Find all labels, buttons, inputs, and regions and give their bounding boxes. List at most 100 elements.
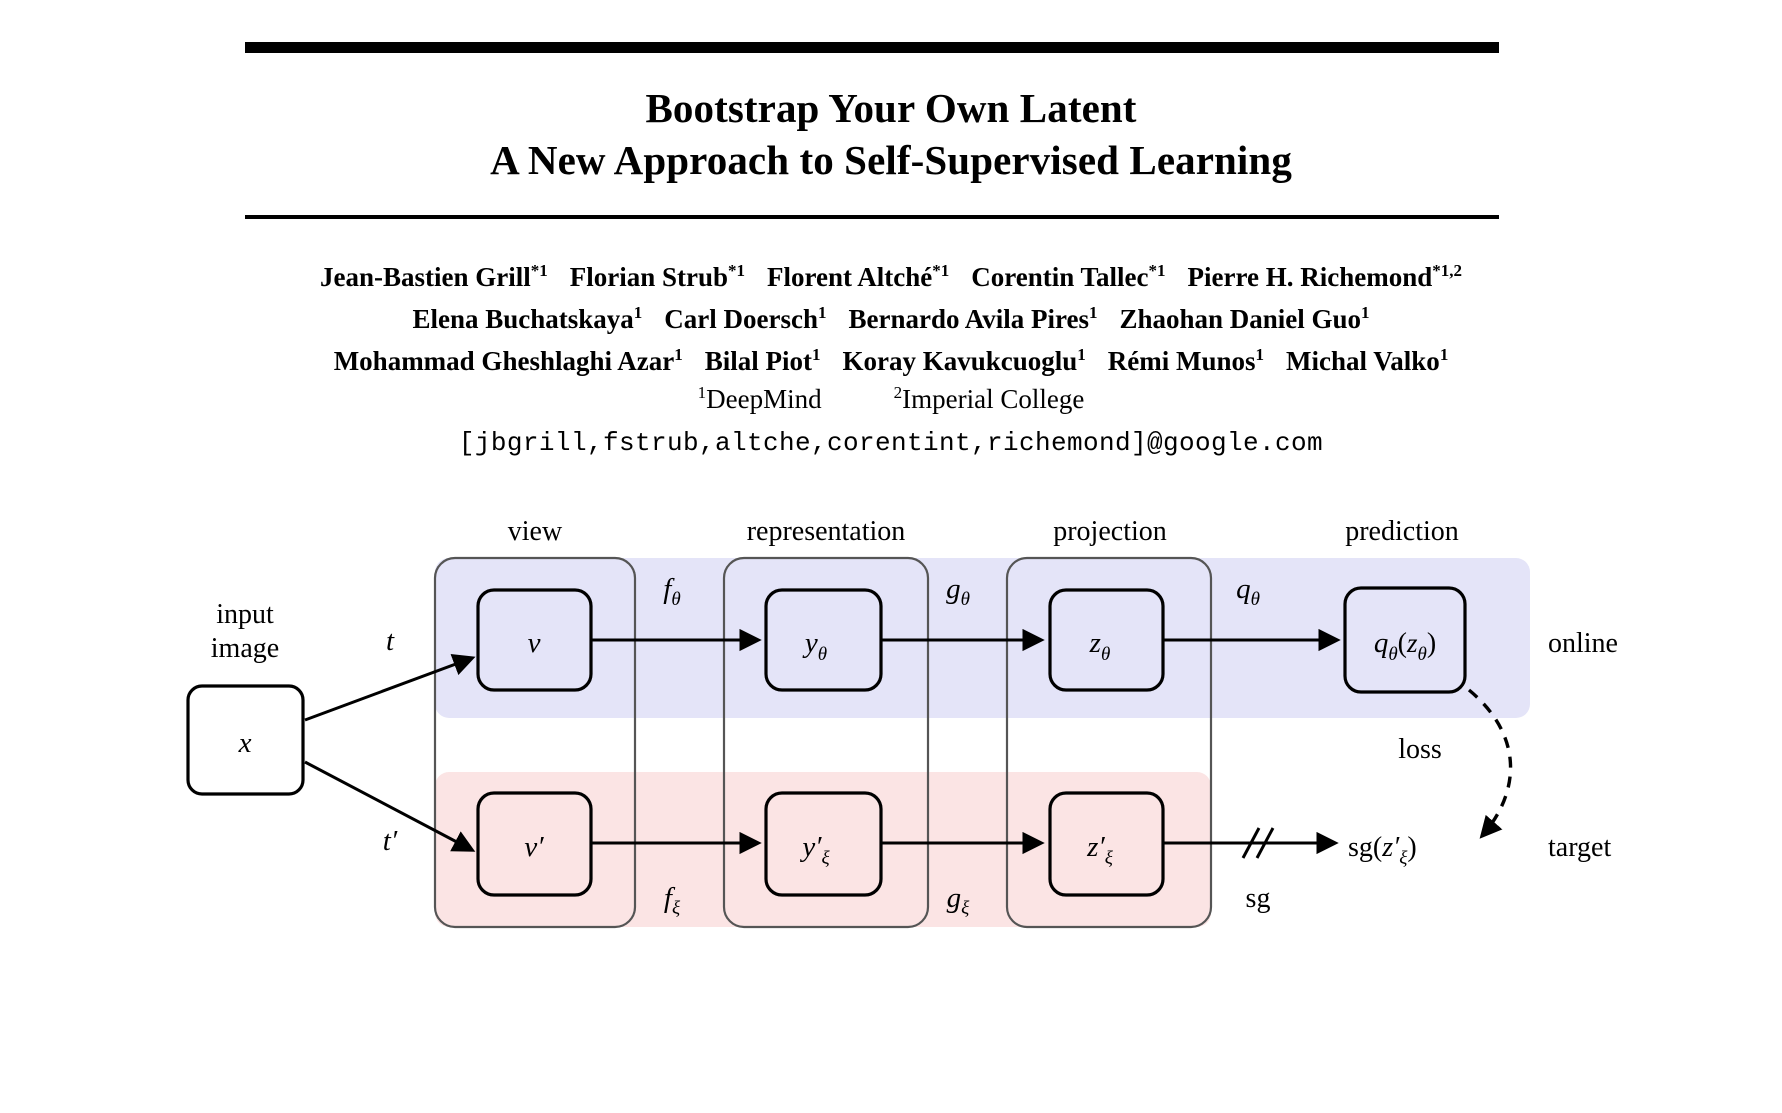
affiliation-marker: 1: [697, 383, 707, 402]
loss-label: loss: [1398, 734, 1442, 765]
column-container-view: [433, 556, 637, 929]
author-row-2: Elena Buchatskaya1 Carl Doersch1 Bernardo …: [0, 298, 1782, 340]
author: Florian Strub*1: [570, 262, 745, 292]
edge-label-g-theta: gθ: [946, 573, 970, 610]
author-name: Koray Kavukcuoglu: [842, 346, 1078, 376]
sg-paren-close: ): [1407, 832, 1416, 863]
header-rule-thick: [245, 42, 1499, 53]
author: Bilal Piot1: [705, 346, 821, 376]
node-online-proj-base: z: [1089, 627, 1101, 659]
pred-fn-sub: θ: [1388, 644, 1397, 665]
author-affiliation-marker: 1: [1361, 303, 1370, 322]
author: Zhaohan Daniel Guo1: [1119, 304, 1369, 334]
edge-label-f-xi-sub: ξ: [672, 898, 681, 919]
author-name: Zhaohan Daniel Guo: [1119, 304, 1362, 334]
edge-label-q-theta-base: q: [1236, 573, 1251, 605]
target-branch-label: target: [1548, 832, 1611, 863]
edge-label-f-theta-sub: θ: [671, 589, 680, 610]
node-input-x-label: x: [238, 727, 252, 759]
author: Michal Valko1: [1286, 346, 1448, 376]
author: Bernardo Avila Pires1: [848, 304, 1097, 334]
affiliation: 1DeepMind: [698, 384, 822, 415]
edge-augment-t-prime: [304, 760, 476, 852]
author-affiliation-marker: 1: [1439, 345, 1449, 364]
author: Elena Buchatskaya1: [412, 304, 642, 334]
column-container-projection: [1005, 556, 1213, 929]
byol-architecture-figure: view representation projection predictio…: [0, 490, 1782, 1113]
author-name: Bilal Piot: [704, 346, 812, 376]
author-affiliation-marker: 1: [1088, 303, 1098, 322]
node-target-rep-base: y′: [799, 831, 822, 863]
pred-arg: z: [1406, 628, 1418, 658]
author-affiliation-marker: 1: [1077, 345, 1086, 364]
edge-label-q-theta-sub: θ: [1251, 589, 1260, 610]
node-online-prediction-q: [1343, 586, 1467, 694]
pred-fn: q: [1374, 627, 1389, 659]
node-target-view-v-prime-label: v′: [524, 831, 544, 863]
author-name: Michal Valko: [1286, 346, 1440, 376]
author-affiliation-marker: *1,2: [1432, 261, 1462, 280]
title-line-1: Bootstrap Your Own Latent: [645, 85, 1137, 131]
input-image-label-line1: input: [216, 599, 274, 630]
edge-label-g-xi-base: g: [947, 882, 962, 914]
edge-label-t-prime: t′: [383, 825, 398, 857]
affiliation-marker: 2: [893, 383, 903, 402]
title-line-2: A New Approach to Self-Supervised Learni…: [490, 137, 1292, 183]
sg-arg: z′: [1381, 832, 1400, 863]
sg-arg-sub: ξ: [1399, 848, 1408, 869]
author-name: Corentin Tallec: [971, 262, 1149, 292]
edge-label-t: t: [386, 625, 395, 657]
author-affiliation-marker: 1: [633, 303, 643, 322]
sg-fn: sg: [1348, 832, 1373, 863]
column-container-representation: [722, 556, 930, 929]
affiliation: 2Imperial College: [894, 384, 1085, 415]
author: Mohammad Gheshlaghi Azar1: [334, 346, 683, 376]
author-affiliation-marker: *1: [1148, 261, 1166, 280]
author: Corentin Tallec*1: [971, 262, 1165, 292]
edge-label-q-theta: qθ: [1236, 573, 1260, 610]
author-name: Jean-Bastien Grill: [320, 262, 531, 292]
author-affiliation-marker: *1: [932, 261, 950, 280]
edge-label-g-theta-sub: θ: [961, 589, 970, 610]
node-online-rep-sub: θ: [818, 644, 827, 665]
author: Pierre H. Richemond*1,2: [1188, 262, 1462, 292]
column-header-projection: projection: [1053, 516, 1167, 547]
pred-paren-close: ): [1427, 628, 1436, 659]
affiliation-name: DeepMind: [706, 384, 822, 414]
author: Rémi Munos1: [1108, 346, 1264, 376]
node-online-representation-y-label: yθ: [802, 627, 827, 665]
edge-label-sg: sg: [1246, 883, 1271, 914]
author-name: Mohammad Gheshlaghi Azar: [333, 346, 675, 376]
author-name: Florent Altché: [767, 262, 933, 292]
edge-loss-dashed: [1467, 688, 1513, 839]
author-name: Pierre H. Richemond: [1187, 262, 1433, 292]
input-image-label-line2: image: [211, 633, 279, 664]
contact-emails: [jbgrill,fstrub,altche,corentint,richemo…: [458, 428, 1324, 458]
author-name: Florian Strub: [569, 262, 729, 292]
author: Florent Altché*1: [767, 262, 949, 292]
edge-label-g-xi-sub: ξ: [961, 898, 970, 919]
node-online-proj-sub: θ: [1101, 644, 1110, 665]
edge-augment-t: [304, 653, 476, 722]
author: Koray Kavukcuoglu1: [842, 346, 1085, 376]
edge-label-g-theta-base: g: [946, 573, 961, 605]
node-target-projection-z-prime-label: z′ξ: [1086, 831, 1114, 869]
node-online-view-v-label: v: [528, 627, 541, 659]
header-rule-thin: [245, 215, 1499, 219]
author-name: Rémi Munos: [1107, 346, 1256, 376]
edge-label-g-xi: gξ: [947, 882, 971, 919]
node-online-projection-z-label: zθ: [1089, 627, 1111, 665]
author-affiliation-marker: 1: [1255, 345, 1265, 364]
target-band: [435, 772, 1211, 927]
stop-gradient-marker-icon: [1241, 827, 1275, 859]
sg-paren-open: (: [1373, 832, 1382, 863]
column-header-prediction: prediction: [1345, 516, 1459, 547]
column-header-view: view: [508, 516, 563, 547]
affiliation-list: 1DeepMind 2Imperial College: [0, 384, 1782, 415]
author-affiliation-marker: 1: [674, 345, 683, 364]
author: Carl Doersch1: [664, 304, 826, 334]
node-target-proj-base: z′: [1086, 831, 1105, 863]
author: Jean-Bastien Grill*1: [320, 262, 548, 292]
